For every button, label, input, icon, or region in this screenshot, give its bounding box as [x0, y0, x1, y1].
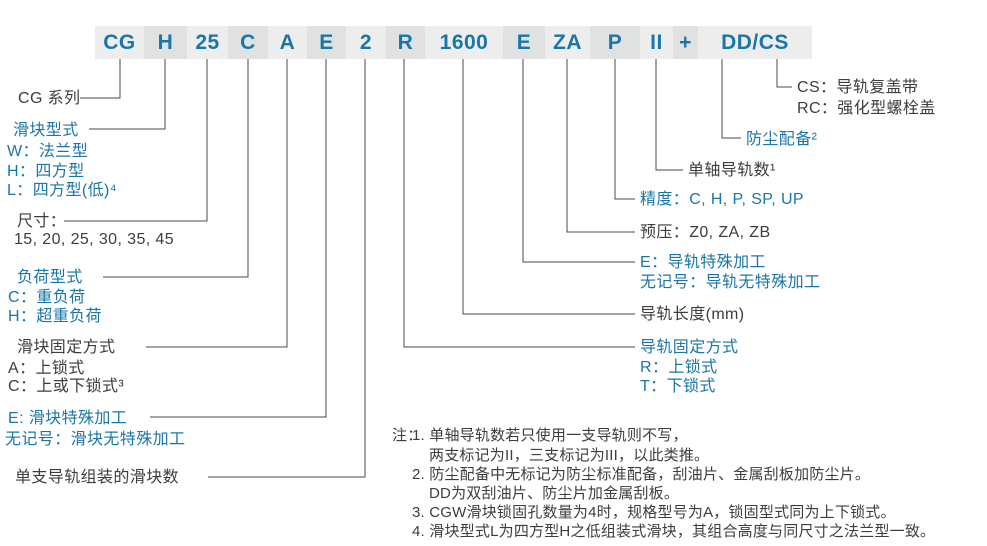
label-rail-fix-r: R：上锁式 — [640, 359, 718, 376]
connector-rail-length — [462, 59, 635, 315]
note-line-4: 4. 滑块型式L为四方型H之低组装式滑块，其组合高度与同尺寸之法兰型一致。 — [412, 523, 936, 540]
label-rail-count: 单轴导轨数¹ — [688, 162, 776, 179]
label-rail-fix-t: T：下锁式 — [640, 378, 716, 395]
label-block-type-h: H：四方型 — [7, 163, 85, 180]
label-load-type-c: C：重负荷 — [8, 289, 86, 306]
label-rail-special-none: 无记号：导轨无特殊加工 — [640, 274, 821, 291]
label-rail-special-e: E：导轨特殊加工 — [640, 254, 766, 271]
label-cover-cs: CS：导轨复盖带 — [797, 79, 919, 96]
connector-block-fix — [146, 59, 288, 348]
label-block-fix-c: C：上或下锁式³ — [8, 378, 125, 395]
label-block-special-none: 无记号：滑块无特殊加工 — [5, 431, 186, 448]
connector-block-special — [150, 59, 327, 418]
label-block-type-w: W：法兰型 — [7, 143, 89, 160]
note-line-2: 2. 防尘配备中无标记为防尘标准配备，刮油片、金属刮板加防尘片。 — [412, 466, 871, 483]
model-code-segment-block-fix: A — [268, 26, 307, 59]
label-block-fix-title: 滑块固定方式 — [17, 339, 116, 356]
label-size-title: 尺寸： — [17, 213, 67, 230]
connector-accuracy — [614, 59, 635, 200]
label-accuracy: 精度：C, H, P, SP, UP — [640, 191, 804, 208]
label-load-type-h: H：超重负荷 — [8, 308, 102, 325]
notes-prefix: 注： — [392, 427, 423, 444]
label-block-special-e: E: 滑块特殊加工 — [8, 410, 128, 427]
model-code-segment-accuracy: P — [590, 26, 640, 59]
model-code-segment-plus: + — [673, 26, 698, 59]
label-dust-proof: 防尘配备² — [746, 131, 818, 148]
connector-cover — [776, 59, 792, 88]
connector-dust-proof — [721, 59, 741, 139]
model-code-segment-preload: ZA — [545, 26, 590, 59]
connector-rail-special — [522, 59, 635, 263]
model-code-segment-dust-cover: DD/CS — [698, 26, 812, 59]
model-code-segment-block-type: H — [144, 26, 187, 59]
connector-series — [80, 59, 121, 99]
model-code-segment-rail-special: E — [503, 26, 545, 59]
connector-block-type — [89, 59, 166, 130]
label-preload: 预压：Z0, ZA, ZB — [640, 224, 771, 241]
label-blocks-per-rail: 单支导轨组装的滑块数 — [15, 469, 180, 486]
label-cover-rc: RC：强化型螺栓盖 — [797, 100, 936, 117]
model-code-segment-rail-count: II — [640, 26, 673, 59]
label-rail-fix-title: 导轨固定方式 — [640, 339, 739, 356]
model-code-segment-series: CG — [95, 26, 144, 59]
note-line-2b: DD为双刮油片、防尘片加金属刮板。 — [429, 485, 680, 502]
note-line-3: 3. CGW滑块锁固孔数量为4时，规格型号为A，锁固型式同为上下锁式。 — [412, 504, 896, 521]
connector-preload — [566, 59, 635, 233]
label-size-values: 15, 20, 25, 30, 35, 45 — [14, 231, 175, 248]
model-code-segment-rail-fix: R — [386, 26, 425, 59]
label-load-type-title: 负荷型式 — [17, 269, 83, 286]
note-line-1: 1. 单轴导轨数若只使用一支导轨则不写， — [412, 427, 688, 444]
label-block-fix-a: A：上锁式 — [8, 360, 85, 377]
label-block-type-title: 滑块型式 — [13, 122, 79, 139]
note-line-1b: 两支标记为II，三支标记为III，以此类推。 — [429, 447, 710, 464]
label-block-type-l: L：四方型(低)⁴ — [7, 182, 118, 199]
model-code-segment-load-type: C — [228, 26, 268, 59]
label-rail-length: 导轨长度(mm) — [640, 306, 745, 323]
model-code-bar: CG H 25 C A E 2 R 1600 E ZA P II + DD/CS — [95, 26, 812, 59]
model-code-segment-block-count: 2 — [346, 26, 386, 59]
model-code-segment-size: 25 — [187, 26, 228, 59]
model-code-segment-block-special: E — [307, 26, 346, 59]
label-series: CG 系列 — [18, 90, 81, 107]
model-code-segment-rail-length: 1600 — [425, 26, 503, 59]
connector-rail-count — [655, 59, 683, 171]
connector-rail-fix — [403, 59, 635, 348]
connector-block-count — [208, 59, 366, 478]
